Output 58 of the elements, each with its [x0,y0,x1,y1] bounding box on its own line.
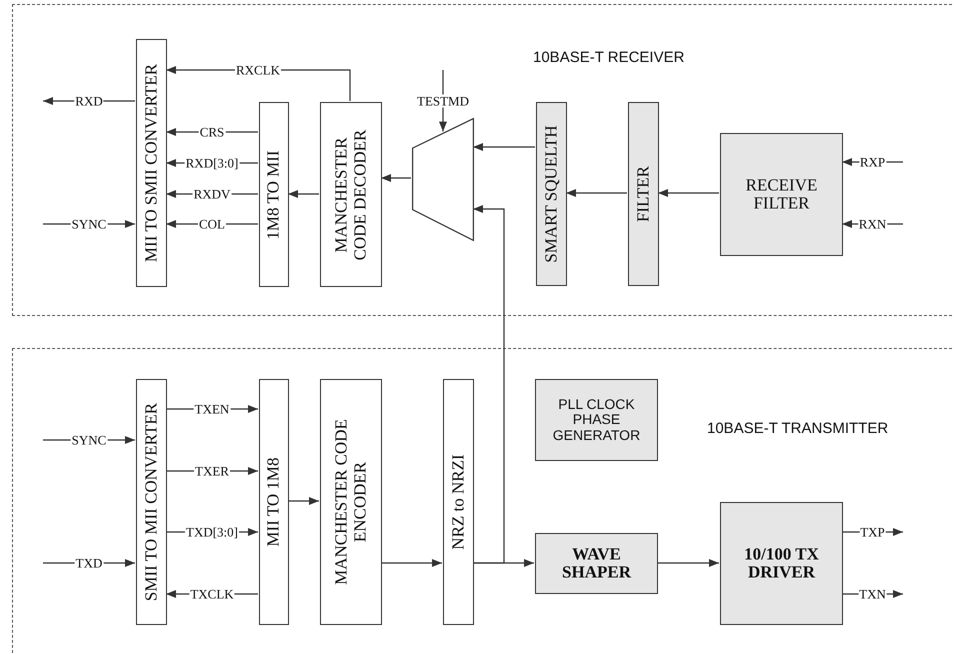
signal-label: RXCLK [234,64,282,76]
process-box [535,533,658,594]
multiplexer-symbol [412,118,474,241]
box-label: SMII TO MII CONVERTER [142,402,161,604]
process-box [136,379,167,625]
process-box [320,102,382,287]
signal-label: TXCLK [189,588,235,600]
box-label: SMART SQUELTH [542,124,561,265]
process-box [628,102,659,286]
process-box [136,39,167,287]
box-label: 10/100 TX DRIVER [743,544,820,582]
signal-label: SYNC [70,434,108,446]
arrow [288,497,319,505]
process-box [259,102,289,287]
arrow [381,174,411,182]
box-label: MII TO 1M8 [264,456,284,549]
arrow [473,143,535,151]
box-label: NRZ to NRZI [449,453,468,552]
box-label: WAVE SHAPER [561,544,632,582]
signal-label: RXDV [192,188,232,200]
arrow [288,190,319,198]
signal-label: RXD[3:0] [184,156,240,170]
signal-label: TXP [859,526,886,538]
signal-label: TXN [858,588,887,600]
arrow [381,559,442,567]
signal-label: CRS [198,126,226,138]
arrow [657,559,719,567]
signal-label: COL [198,218,226,230]
signal-label: TXEN [194,402,230,416]
region-title: 10BASE-T RECEIVER [533,49,684,66]
box-label: PLL CLOCK PHASE GENERATOR [552,396,642,444]
signal-label: RXP [858,156,886,168]
region-border [12,4,952,316]
process-box [536,102,567,286]
box-label: MANCHESTER CODE ENCODER [332,418,370,587]
process-box [320,379,382,625]
process-box [259,379,289,625]
signal-label: RXN [858,218,888,230]
process-box [720,502,843,625]
process-box [535,379,658,461]
box-label: FILTER [634,164,653,224]
region-title: 10BASE-T TRANSMITTER [707,420,888,437]
signal-label: TXD[3:0] [185,526,239,538]
signal-label: TXD [74,556,104,570]
region-border [12,348,952,654]
box-label: MANCHESTER CODE DECODER [332,128,370,262]
box-label: RECEIVE FILTER [744,176,818,214]
arrow [658,189,719,197]
box-label: 1M8 TO MII [264,148,284,242]
process-box [720,133,843,256]
signal-label: RXD [74,94,104,108]
process-box [443,379,474,625]
signal-label: TESTMD [416,94,470,108]
arrow [473,205,505,564]
signal-label: TXER [194,464,230,478]
box-label: MII TO SMII CONVERTER [142,62,161,264]
signal-label: SYNC [70,218,108,230]
arrow [566,189,627,197]
